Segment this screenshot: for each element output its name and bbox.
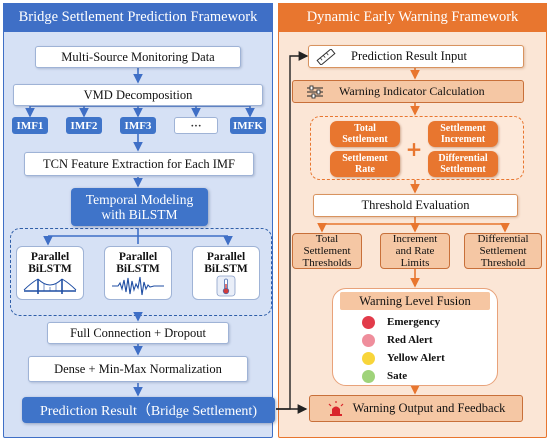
imf-ellipsis-box: ···: [174, 117, 218, 134]
imfk-box: IMFK: [230, 117, 266, 134]
imf2-box: IMF2: [66, 117, 102, 134]
indicator-line1: Settlement: [440, 123, 486, 134]
threshold-line2: Settlement: [479, 245, 527, 257]
threshold-evaluation-box: Threshold Evaluation: [313, 194, 518, 217]
bridge-icon: [23, 278, 77, 294]
level-emergency: Emergency: [362, 314, 440, 330]
level-yellow-alert: Yellow Alert: [362, 350, 445, 366]
warning-level-fusion-title: Warning Level Fusion: [340, 292, 490, 310]
vmd-decomposition-box: VMD Decomposition: [13, 84, 263, 106]
thermometer-icon: [216, 275, 236, 297]
indicator-line1: Total: [354, 123, 376, 134]
level-safe: Sate: [362, 368, 407, 384]
temporal-modeling-box: Temporal Modeling with BiLSTM: [71, 188, 208, 226]
level-label: Emergency: [387, 316, 441, 328]
emergency-dot-icon: [362, 315, 375, 329]
threshold-line3: Threshold: [480, 257, 526, 269]
tcn-feature-box: TCN Feature Extraction for Each IMF: [24, 152, 254, 176]
alarm-siren-icon: [328, 400, 344, 416]
left-panel-title: Bridge Settlement Prediction Framework: [3, 3, 273, 32]
threshold-line3: Limits: [400, 257, 430, 269]
warning-indicator-calc-box: Warning Indicator Calculation: [292, 80, 524, 103]
parallel-label: Parallel: [118, 251, 158, 263]
threshold-line2: and Rate: [395, 245, 435, 257]
imf1-box: IMF1: [12, 117, 48, 134]
indicator-settlement-rate: Settlement Rate: [330, 151, 400, 177]
prediction-result-input-box: Prediction Result Input: [308, 45, 524, 68]
threshold-total-settlement: Total Settlement Thresholds: [292, 233, 362, 269]
threshold-differential-settlement: Differential Settlement Threshold: [464, 233, 542, 269]
multi-source-data-box: Multi-Source Monitoring Data: [35, 46, 241, 68]
safe-dot-icon: [362, 369, 375, 383]
indicator-line1: Differential: [438, 153, 488, 164]
level-label: Sate: [387, 370, 408, 382]
indicator-line1: Settlement: [342, 153, 388, 164]
threshold-line1: Total: [315, 233, 339, 245]
level-label: Red Alert: [387, 334, 433, 346]
indicator-line2: Settlement: [342, 134, 388, 145]
threshold-line3: Thresholds: [302, 257, 352, 269]
parallel-label: Parallel: [206, 251, 246, 263]
level-label: Yellow Alert: [387, 352, 445, 364]
waveform-icon: [112, 276, 164, 296]
right-panel-title: Dynamic Early Warning Framework: [278, 3, 547, 32]
ruler-icon: [316, 48, 336, 65]
threshold-line2: Settlement: [303, 245, 351, 257]
imf3-box: IMF3: [120, 117, 156, 134]
indicator-differential-settlement: Differential Settlement: [428, 151, 498, 177]
prediction-result-box: Prediction Result（Bridge Settlement): [22, 397, 275, 423]
warning-indicator-calc-label: Warning Indicator Calculation: [339, 84, 485, 98]
warning-output-label: Warning Output and Feedback: [352, 401, 506, 415]
parallel-bilstm-box-3: Parallel BiLSTM: [192, 246, 260, 300]
red-alert-dot-icon: [362, 333, 375, 347]
sliders-icon: [307, 85, 323, 98]
parallel-bilstm-box-2: Parallel BiLSTM: [104, 246, 172, 300]
indicator-total-settlement: Total Settlement: [330, 121, 400, 147]
bilstm-label: BiLSTM: [28, 263, 72, 275]
bilstm-label: BiLSTM: [116, 263, 160, 275]
parallel-bilstm-box-1: Parallel BiLSTM: [16, 246, 84, 300]
indicator-line2: Rate: [355, 164, 375, 175]
dense-normalization-box: Dense + Min-Max Normalization: [28, 356, 248, 382]
indicator-line2: Settlement: [440, 164, 486, 175]
plus-icon: +: [405, 137, 423, 161]
threshold-increment-rate: Increment and Rate Limits: [380, 233, 450, 269]
threshold-line1: Increment: [392, 233, 438, 245]
temporal-modeling-line2: with BiLSTM: [101, 207, 178, 222]
indicator-settlement-increment: Settlement Increment: [428, 121, 498, 147]
indicator-line2: Increment: [440, 134, 486, 145]
warning-output-box: Warning Output and Feedback: [309, 395, 523, 422]
prediction-result-input-label: Prediction Result Input: [351, 49, 467, 63]
bilstm-label: BiLSTM: [204, 263, 248, 275]
threshold-line1: Differential: [477, 233, 529, 245]
full-connection-dropout-box: Full Connection + Dropout: [47, 322, 229, 344]
temporal-modeling-line1: Temporal Modeling: [85, 192, 194, 207]
level-red-alert: Red Alert: [362, 332, 433, 348]
parallel-label: Parallel: [30, 251, 70, 263]
yellow-alert-dot-icon: [362, 351, 375, 365]
